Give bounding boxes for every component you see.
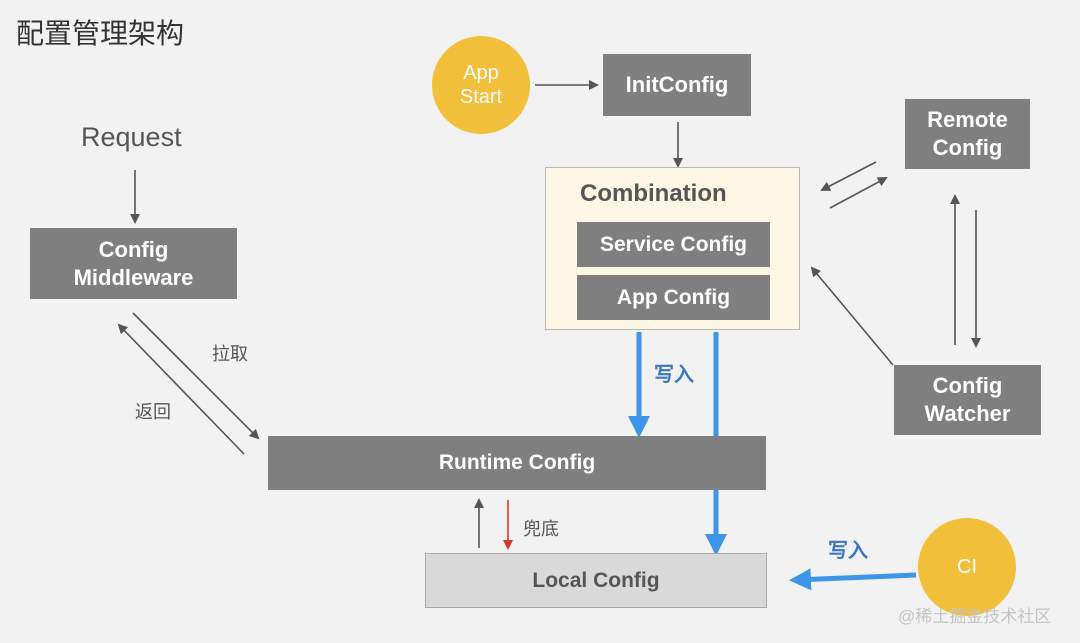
config-middleware-node: Config Middleware <box>30 228 237 299</box>
config-watcher-node: Config Watcher <box>894 365 1041 435</box>
return-label: 返回 <box>135 402 171 422</box>
arrow-middleware-runtime <box>132 312 260 440</box>
request-label: Request <box>81 122 182 152</box>
write-label-combination: 写入 <box>654 364 694 386</box>
ci-node: CI <box>918 518 1016 616</box>
pull-label: 拉取 <box>212 344 248 364</box>
app-start-node: App Start <box>432 36 530 134</box>
init-config-node: InitConfig <box>603 54 751 116</box>
arrow-remote-combination <box>820 161 877 191</box>
arrow-combination-remote <box>829 177 888 209</box>
local-config-node: Local Config <box>425 553 767 608</box>
fallback-label: 兜底 <box>523 519 559 539</box>
blue-arrow-ci-local <box>789 568 917 591</box>
service-config-node: Service Config <box>577 222 770 267</box>
app-config-node: App Config <box>577 275 770 320</box>
watermark: @稀土掘金技术社区 <box>898 607 1052 626</box>
arrow-watcher-combination <box>810 266 894 366</box>
write-label-ci: 写入 <box>828 540 868 562</box>
runtime-config-node: Runtime Config <box>268 436 766 490</box>
arrow-runtime-middleware <box>117 323 245 455</box>
combination-title: Combination <box>580 180 727 207</box>
remote-config-node: Remote Config <box>905 99 1030 169</box>
page-title: 配置管理架构 <box>16 18 185 49</box>
